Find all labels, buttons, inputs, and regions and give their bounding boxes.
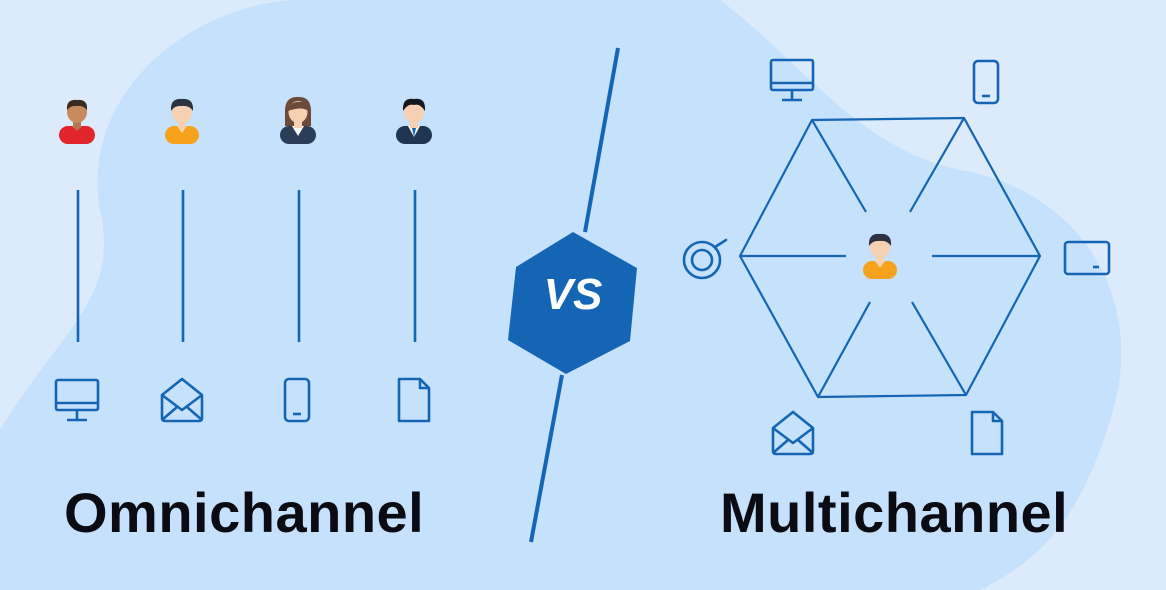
multichannel-hexagon [738, 116, 1042, 399]
divider-line-top [583, 47, 620, 233]
vs-label: VS [543, 270, 603, 319]
mobile-phone-icon [972, 59, 1000, 105]
vs-hexagon [508, 232, 637, 374]
person-red-shirt-icon [59, 99, 95, 144]
omnichannel-title: Omnichannel [64, 481, 425, 544]
multichannel-title: Multichannel [720, 481, 1069, 544]
omnichannel-connectors [76, 190, 417, 342]
divider-line-bottom [529, 374, 564, 543]
